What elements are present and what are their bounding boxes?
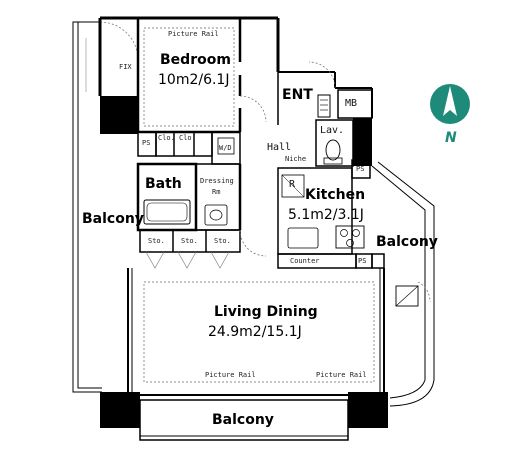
bedroom-label: Bedroom (160, 52, 231, 68)
compass-icon (430, 84, 470, 124)
ps-label-2: PS (356, 165, 365, 173)
picture-rail-bottom-2: Picture Rail (316, 371, 367, 379)
living-size: 24.9m2/15.1J (208, 324, 302, 340)
entrance-area (277, 61, 336, 118)
lavatory-label: Lav. (320, 125, 345, 136)
bedroom-size: 10m2/6.1J (158, 72, 230, 88)
dressing-room (195, 163, 242, 231)
bathroom (136, 162, 198, 232)
balcony-right-label: Balcony (376, 234, 438, 250)
counter-label: Counter (290, 257, 320, 265)
compass-north-label: N (445, 130, 457, 146)
storage-label-1: Sto. (148, 237, 165, 245)
lavatory (315, 119, 354, 167)
balcony-right-outline (371, 161, 435, 407)
storage-label-3: Sto. (214, 237, 231, 245)
living-area (127, 229, 375, 392)
picture-rail-bottom-1: Picture Rail (205, 371, 256, 379)
storage-label-2: Sto. (181, 237, 198, 245)
refrigerator-label: R (289, 179, 296, 190)
hall-label: Hall (267, 142, 292, 153)
niche-label: Niche (285, 155, 307, 163)
closet-label-1: Clo. (158, 134, 175, 142)
dressing-label: Dressing (200, 177, 234, 185)
storage-row (139, 229, 241, 269)
kitchen-label: Kitchen (305, 187, 366, 203)
dressing-rm-label: Rm (212, 188, 221, 196)
kitchen-walls (277, 110, 385, 269)
mb-label: MB (345, 98, 358, 109)
balcony-bottom-label: Balcony (212, 412, 274, 428)
wd-label: W/D (219, 144, 232, 152)
balcony-left-label: Balcony (82, 211, 144, 227)
structural-columns (100, 96, 388, 428)
bedroom-door (239, 95, 267, 123)
bath-label: Bath (145, 176, 182, 192)
kitchen-size: 5.1m2/3.1J (288, 207, 364, 223)
mb-box (337, 89, 373, 119)
balcony-bottom-outline (139, 399, 349, 441)
living-label: Living Dining (214, 304, 318, 320)
ps-label-1: PS (142, 139, 151, 147)
picture-rail-top: Picture Rail (168, 30, 219, 38)
closet-label-2: Clo. (179, 134, 196, 142)
picture-rail-bedroom (143, 27, 235, 127)
fix-label: FIX (119, 63, 132, 71)
entrance-label: ENT (282, 87, 313, 103)
ps-label-3: PS (358, 257, 367, 265)
